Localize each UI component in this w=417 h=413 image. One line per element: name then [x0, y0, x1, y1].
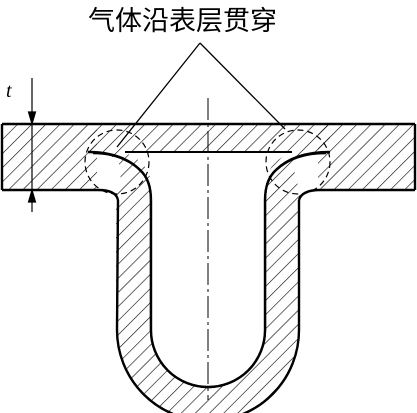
sheet-plate-right [318, 124, 415, 190]
thickness-dimension [27, 78, 37, 212]
cup-interior-outline [92, 151, 327, 389]
sheet-plate-left [2, 124, 97, 190]
leader-line-right [199, 42, 286, 130]
drawn-cup-section [88, 124, 330, 413]
defect-zone-right [265, 129, 331, 195]
dim-arrow-bottom [27, 187, 37, 203]
defect-zone-left [84, 129, 150, 195]
dim-arrow-top [27, 111, 37, 127]
thickness-label: t [6, 80, 12, 102]
defect-zone-circles [84, 129, 331, 195]
callout-text: 气体沿表层贯穿 [88, 6, 277, 37]
